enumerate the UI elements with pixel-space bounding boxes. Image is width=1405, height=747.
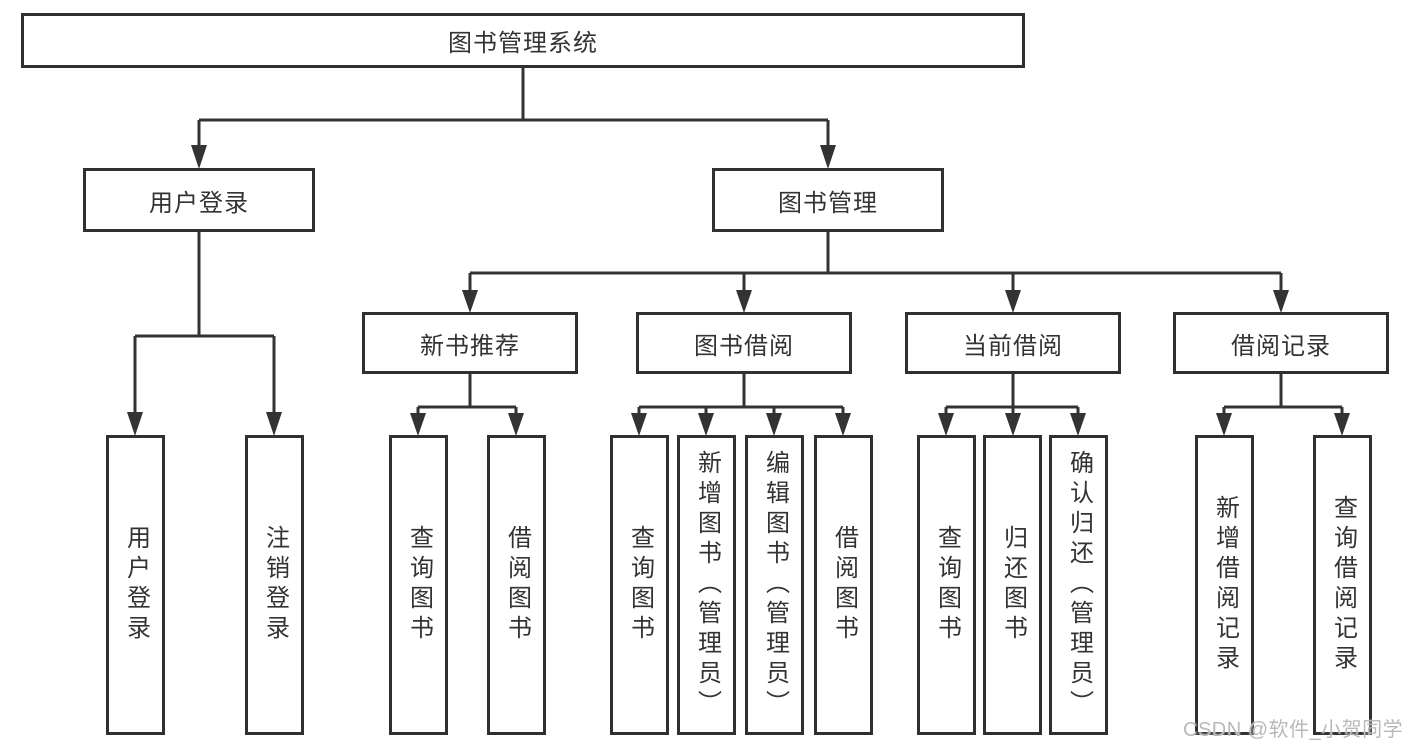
leaf-label: 查询图书 [405, 525, 433, 645]
leaf-add-borrow-record: 新增借阅记录 [1195, 435, 1254, 735]
node-label: 图书借阅 [694, 332, 794, 360]
leaf-label: 新增图书（管理员） [693, 450, 721, 720]
leaf-query-books-current: 查询图书 [917, 435, 976, 735]
leaf-return-books: 归还图书 [983, 435, 1042, 735]
csdn-watermark: CSDN @软件_小贺同学 [1183, 719, 1404, 741]
leaf-label: 注销登录 [261, 525, 289, 645]
node-book-management: 图书管理 [712, 168, 944, 232]
leaf-label: 借阅图书 [503, 525, 531, 645]
node-new-book-recommend: 新书推荐 [362, 312, 578, 374]
node-label: 图书管理 [778, 189, 878, 217]
leaf-borrow-books: 借阅图书 [814, 435, 873, 735]
leaf-edit-books-admin: 编辑图书（管理员） [745, 435, 804, 735]
leaf-borrow-books-recommend: 借阅图书 [487, 435, 546, 735]
leaf-confirm-return-admin: 确认归还（管理员） [1049, 435, 1108, 735]
connector-strokes [133, 66, 1344, 414]
node-book-borrowing: 图书借阅 [636, 312, 852, 374]
node-label: 用户登录 [149, 189, 249, 217]
node-label: 图书管理系统 [448, 30, 598, 57]
arrowheads [127, 145, 1350, 436]
node-label: 新书推荐 [420, 332, 520, 360]
leaf-label: 编辑图书（管理员） [761, 450, 789, 720]
leaf-label: 用户登录 [122, 525, 150, 645]
leaf-label: 归还图书 [999, 525, 1027, 645]
leaf-label: 新增借阅记录 [1211, 495, 1239, 675]
leaf-label: 查询借阅记录 [1329, 495, 1357, 675]
leaf-query-books-recommend: 查询图书 [389, 435, 448, 735]
leaf-logout: 注销登录 [245, 435, 304, 735]
node-current-borrowing: 当前借阅 [905, 312, 1121, 374]
leaf-label: 查询图书 [626, 525, 654, 645]
leaf-query-borrow-record: 查询借阅记录 [1313, 435, 1372, 735]
node-label: 当前借阅 [963, 332, 1063, 360]
leaf-add-books-admin: 新增图书（管理员） [677, 435, 736, 735]
node-root-library-system: 图书管理系统 [21, 13, 1025, 68]
node-user-login: 用户登录 [83, 168, 315, 232]
leaf-user-login: 用户登录 [106, 435, 165, 735]
node-label: 借阅记录 [1231, 332, 1331, 360]
leaf-label: 确认归还（管理员） [1065, 450, 1093, 720]
leaf-label: 借阅图书 [830, 525, 858, 645]
leaf-label: 查询图书 [933, 525, 961, 645]
leaf-query-books-borrow: 查询图书 [610, 435, 669, 735]
node-borrow-records: 借阅记录 [1173, 312, 1389, 374]
